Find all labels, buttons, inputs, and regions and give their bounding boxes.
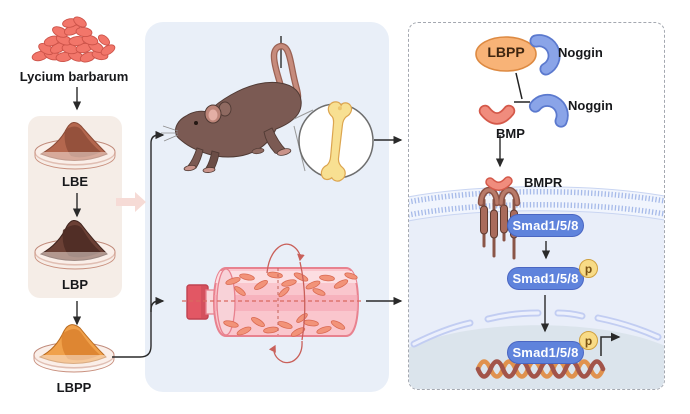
phosphate-badge-nucleus: p — [579, 331, 598, 350]
noggin-free-label: Noggin — [568, 98, 613, 113]
smad-pill-nucleus: Smad1/5/8 — [507, 341, 584, 364]
smad-pill-membrane: Smad1/5/8 — [507, 214, 584, 237]
bmpr-label: BMPR — [524, 175, 563, 190]
smad-pill-nucleus-text: Smad1/5/8 — [512, 345, 579, 360]
plant-name-label: Lycium barbarum — [19, 69, 129, 84]
bmp-label: BMP — [496, 126, 525, 141]
goji-berries-icon — [31, 16, 116, 63]
lbp-label: LBP — [62, 277, 88, 292]
smad-pill-phospho-text: Smad1/5/8 — [512, 271, 579, 286]
signaling-pathway-panel — [408, 22, 665, 390]
smad-pill-phospho: Smad1/5/8 — [507, 267, 584, 290]
phosphate-badge-cyto: p — [579, 259, 598, 278]
extraction-steps-box — [28, 116, 122, 298]
lbpp-label: LBPP — [56, 380, 92, 395]
lbe-label: LBE — [62, 174, 88, 189]
lbpp-molecule-label: LBPP — [487, 44, 525, 60]
smad-pill-membrane-text: Smad1/5/8 — [512, 218, 579, 233]
experiment-models-panel — [145, 22, 389, 392]
petri-dish-lbpp-icon — [33, 324, 115, 373]
noggin-bound-label: Noggin — [558, 45, 603, 60]
